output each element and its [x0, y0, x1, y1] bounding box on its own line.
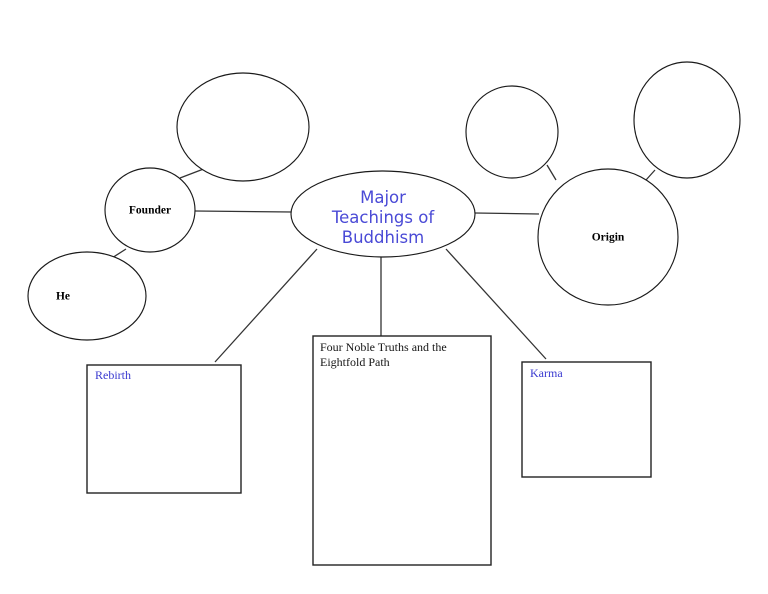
- four-noble-truths-box-group[interactable]: Four Noble Truths and the Eightfold Path: [312, 335, 492, 566]
- four-noble-truths-box-label-line-1: Four Noble Truths and the: [320, 340, 447, 354]
- empty-circle-top-middle-right[interactable]: [465, 85, 559, 179]
- four-noble-truths-box-label-line-2: Eightfold Path: [320, 355, 390, 369]
- founder-node-label: Founder: [129, 205, 171, 217]
- he-node[interactable]: [27, 251, 147, 341]
- major-teachings-center-line-1: Major: [360, 188, 406, 207]
- origin-node-group[interactable]: Origin: [537, 168, 679, 306]
- karma-box-group[interactable]: Karma: [521, 361, 652, 478]
- he-node-label: He: [56, 291, 70, 303]
- rebirth-box[interactable]: [86, 364, 242, 494]
- origin-node-label: Origin: [592, 232, 625, 244]
- rebirth-box-group[interactable]: Rebirth: [86, 364, 242, 494]
- karma-box[interactable]: [521, 361, 652, 478]
- major-teachings-center-line-2: Teachings of: [331, 208, 436, 227]
- major-teachings-center-line-3: Buddhism: [342, 228, 424, 247]
- empty-ellipse-top-left[interactable]: [176, 72, 310, 182]
- rebirth-box-label: Rebirth: [95, 368, 131, 382]
- connector-center-to-origin: [474, 212, 540, 215]
- origin-node[interactable]: [537, 168, 679, 306]
- connector-center-to-karma: [445, 248, 547, 360]
- connector-origin-to-empty-ellipse-top-right: [645, 169, 656, 181]
- karma-box-label: Karma: [530, 366, 563, 380]
- connector-layer: [100, 164, 656, 363]
- major-teachings-center[interactable]: [290, 170, 476, 258]
- major-teachings-center-group[interactable]: Major Teachings of Buddhism: [290, 170, 476, 258]
- connector-origin-to-empty-circle-top-middle: [546, 164, 557, 181]
- he-node-group[interactable]: He: [27, 251, 147, 341]
- founder-node-group[interactable]: Founder: [104, 167, 196, 253]
- empty-node-layer: [176, 61, 741, 182]
- connector-founder-to-center: [194, 210, 293, 213]
- empty-ellipse-top-right[interactable]: [633, 61, 741, 179]
- four-noble-truths-box[interactable]: [312, 335, 492, 566]
- founder-node[interactable]: [104, 167, 196, 253]
- connector-center-to-rebirth: [214, 248, 318, 363]
